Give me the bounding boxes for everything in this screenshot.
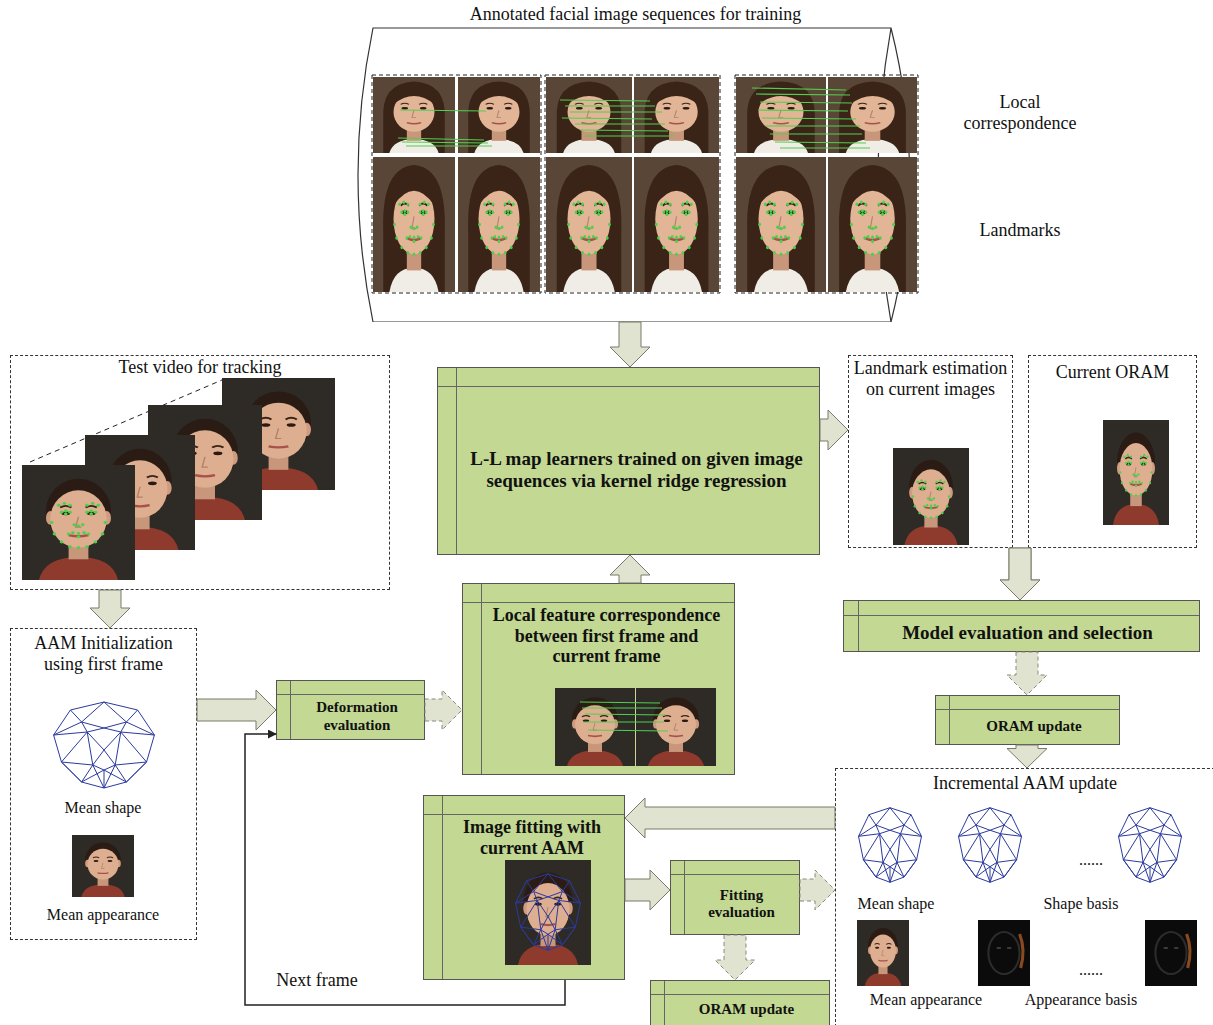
video-panel: Test video for tracking	[10, 355, 390, 590]
landmark-dots	[912, 479, 951, 519]
box-label: Current ORAM	[1033, 362, 1192, 383]
container-outline-path	[358, 28, 910, 322]
box-label: Annotated facial image sequences for tra…	[343, 4, 928, 25]
figure-caption: ......	[1061, 851, 1121, 869]
estimate-photo	[893, 448, 969, 545]
image-panel: Landmark estimation on current images	[848, 355, 1013, 548]
illustration-part	[546, 77, 632, 153]
mesh-figure	[859, 808, 922, 883]
illustration-part	[85, 435, 195, 550]
block-arrow	[90, 590, 130, 628]
illustration-part	[222, 378, 335, 490]
illustration-part	[50, 502, 107, 549]
landmark-dots	[1119, 454, 1152, 497]
row-label: Landmarks	[945, 220, 1095, 241]
block-arrow	[1000, 548, 1040, 600]
block-arrow	[625, 798, 835, 838]
box-label: Landmark estimation on current images	[853, 358, 1008, 399]
mean-appearance-image	[72, 835, 134, 897]
process-box: Local feature correspondence between fir…	[462, 583, 735, 775]
illustration-part	[458, 77, 540, 153]
block-arrow	[1000, 548, 1040, 600]
box-label: Deformation evaluation	[294, 699, 420, 734]
correspondence-lines	[398, 88, 870, 148]
init-panel: AAM Initialization using first frameMean…	[10, 628, 197, 940]
oram-photo	[1103, 420, 1169, 525]
dashed-block-arrow	[800, 870, 835, 910]
box-label: Incremental AAM update	[836, 773, 1213, 794]
process-box: ORAM update	[650, 980, 830, 1025]
edge-label: Next frame	[262, 970, 372, 991]
box-label: L-L map learners trained on given image …	[462, 448, 811, 492]
figure-caption: Appearance basis	[1006, 991, 1156, 1009]
illustration-part	[736, 77, 826, 153]
process-box: Deformation evaluation	[276, 680, 425, 740]
illustration-part	[634, 77, 719, 153]
illustration-part	[546, 157, 632, 292]
illustration-part	[372, 75, 541, 293]
illustration-part	[545, 75, 720, 293]
illustration-part	[22, 465, 135, 580]
process-box: L-L map learners trained on given image …	[437, 367, 820, 555]
figure-caption: Mean appearance	[851, 991, 1001, 1009]
box-label: Model evaluation and selection	[862, 622, 1193, 644]
box-label: ORAM update	[953, 718, 1115, 735]
mean-appearance-image	[857, 920, 909, 986]
mesh-figure	[959, 808, 1022, 883]
figure-caption: Mean shape	[11, 799, 195, 817]
figure-caption: Shape basis	[1006, 895, 1156, 913]
illustration-part	[735, 75, 918, 293]
figure-caption: ......	[1061, 961, 1121, 979]
block-arrow	[610, 555, 650, 583]
box-label: AAM Initialization using first frame	[15, 633, 192, 674]
dashed-block-arrow	[1007, 652, 1047, 695]
block-arrow	[625, 870, 670, 910]
process-box: Fitting evaluation	[670, 860, 800, 935]
image-panel: Current ORAM	[1028, 355, 1197, 548]
box-label: Fitting evaluation	[688, 887, 795, 922]
process-box: Model evaluation and selection	[843, 600, 1200, 652]
block-arrow	[820, 410, 848, 450]
figure-caption: Mean shape	[836, 895, 956, 913]
illustration-part	[148, 405, 262, 520]
illustration-part	[478, 200, 520, 255]
block-arrow	[197, 690, 276, 730]
illustration-part	[373, 77, 455, 153]
box-label: Image fitting with current AAM	[446, 817, 618, 858]
process-box: ORAM update	[935, 695, 1120, 745]
dashed-block-arrow	[715, 935, 755, 980]
illustration-part	[634, 157, 719, 292]
update-panel: Incremental AAM updateMean shape...... Sh…	[835, 768, 1213, 1025]
illustration-part	[736, 157, 826, 292]
training-photos	[373, 77, 917, 292]
video-frames	[22, 378, 335, 580]
mean-shape-mesh	[54, 702, 155, 788]
figure-caption: Mean appearance	[11, 906, 195, 924]
illustration-part	[458, 157, 540, 292]
illustration-part	[828, 157, 917, 292]
container-outline	[343, 4, 928, 322]
mesh-figure	[1119, 808, 1182, 883]
process-box: Image fitting with current AAM	[423, 795, 625, 980]
illustration-part	[850, 200, 895, 255]
training-group-frames	[372, 75, 918, 293]
illustration-part	[393, 200, 435, 255]
dashed-block-arrow	[425, 690, 462, 730]
illustration-part	[655, 200, 698, 255]
box-label: Local feature correspondence between fir…	[485, 605, 728, 667]
appearance-basis-image	[1145, 920, 1197, 986]
box-label: ORAM update	[668, 1001, 825, 1018]
training-set-container: Annotated facial image sequences for tra…	[343, 4, 928, 322]
block-arrow	[1007, 745, 1047, 768]
stack-guide	[30, 380, 222, 462]
appearance-basis-image	[978, 920, 1030, 986]
box-label: Test video for tracking	[15, 357, 385, 378]
illustration-part	[567, 200, 611, 255]
illustration-part	[373, 157, 455, 292]
block-arrow	[610, 322, 650, 367]
illustration-part	[758, 200, 804, 255]
row-label: Local correspondence	[945, 92, 1095, 133]
